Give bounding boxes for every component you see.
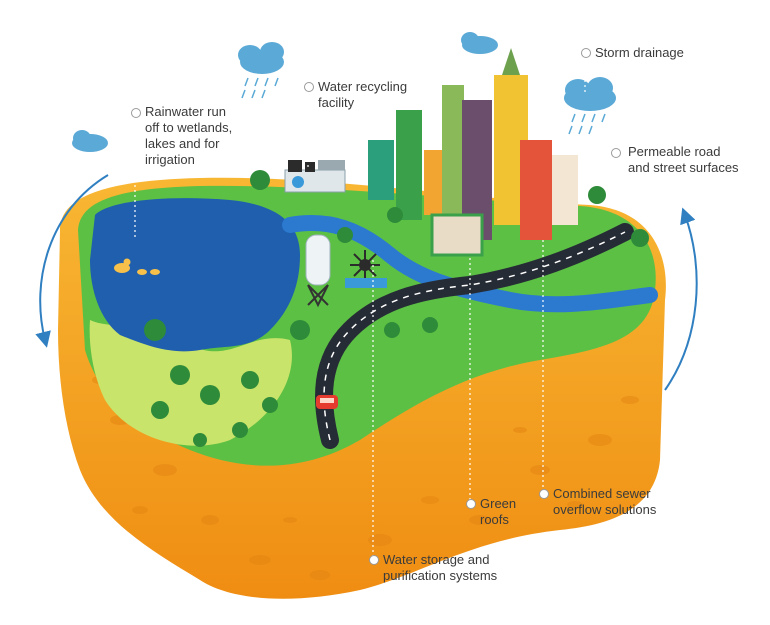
callout-dot-permeable: [611, 148, 621, 158]
circulation-arrow-right: [664, 207, 698, 391]
label-permeable: Permeable road and street surfaces: [628, 144, 739, 175]
lake: [90, 198, 300, 352]
tree-icon-group: [144, 170, 649, 447]
callout-dot-recycling: [304, 82, 314, 92]
city-buildings: [368, 48, 578, 257]
leader-lines: [134, 60, 616, 558]
label-recycling: Water recycling facility: [318, 79, 408, 110]
rain-icon: [241, 77, 606, 135]
wind-turbine-icon: [345, 250, 387, 288]
cloud-icon: [72, 32, 616, 152]
sponge-pores: [92, 376, 639, 580]
lakeshore: [89, 320, 292, 446]
label-green-roofs: Green roofs: [480, 496, 517, 527]
callout-dot-sewer: [539, 489, 549, 499]
callout-dot-green-roofs: [466, 499, 476, 509]
callout-dot-storage: [369, 555, 379, 565]
recycling-facility-icon: [284, 160, 346, 193]
label-sewer: Combined sewer overflow solutions: [553, 486, 657, 517]
callout-dot-storm: [581, 48, 591, 58]
car-icon: [316, 395, 338, 409]
callout-dot-rainwater: [131, 108, 141, 118]
label-storm: Storm drainage: [595, 45, 684, 60]
label-rainwater: Rainwater run off to wetlands, lakes and…: [145, 104, 233, 167]
road-markings: [323, 231, 626, 441]
label-storage: Water storage and purification systems: [383, 552, 498, 583]
duck-icon: [114, 258, 160, 275]
water-tower-icon: [305, 234, 331, 308]
circulation-arrow-left: [35, 174, 109, 348]
